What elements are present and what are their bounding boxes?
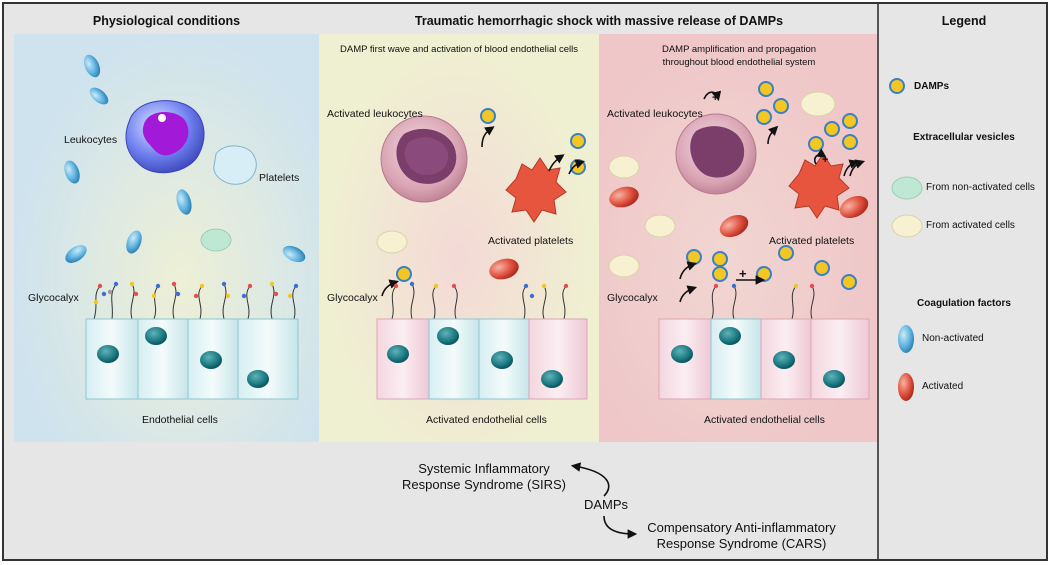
sirs-line1: Systemic Inflammatory [418, 461, 550, 476]
subtitle-amplification-line2: throughout blood endothelial system [662, 57, 816, 68]
legend-non-activated: Non-activated [922, 333, 984, 344]
subtitle-amplification-line1: DAMP amplification and propagation [661, 44, 817, 55]
label-glycocalyx-3: Glycocalyx [607, 292, 658, 304]
non-activated-coagulation-factors [64, 54, 306, 263]
sirs-cars-arrows [570, 462, 638, 539]
label-platelets: Platelets [259, 172, 300, 184]
blood-leukocyte [125, 100, 205, 174]
sirs-line2: Response Syndrome (SIRS) [401, 477, 566, 492]
arrows-panel3 [679, 90, 866, 303]
vesicles-panel3 [608, 91, 836, 278]
blood-platelet [213, 145, 257, 185]
label-activated-endothelial-2: Activated endothelial cells [704, 414, 825, 426]
vesicle-non-activated [200, 228, 232, 252]
glycocalyx-strands-3 [711, 285, 815, 320]
header-legend: Legend [941, 14, 987, 28]
glycocalyx-beads-1 [93, 281, 299, 305]
legend-from-non-activated: From non-activated cells [926, 182, 1035, 193]
endothelial-cells-normal [85, 318, 299, 400]
legend-damp-swatch [889, 78, 905, 94]
activated-leukocyte-1 [380, 115, 468, 203]
legend-divider [877, 4, 879, 559]
legend-vesicle-activated-swatch [891, 214, 923, 238]
header-traumatic: Traumatic hemorrhagic shock with massive… [414, 14, 784, 28]
legend-coag-activated-swatch [898, 373, 914, 401]
diagram-artwork [64, 54, 923, 539]
label-activated-platelets-1: Activated platelets [488, 235, 574, 247]
header-physiological: Physiological conditions [92, 14, 241, 28]
label-glycocalyx-2: Glycocalyx [327, 292, 378, 304]
label-activated-endothelial-1: Activated endothelial cells [426, 414, 547, 426]
legend-from-activated: From activated cells [926, 220, 1015, 231]
activated-platelet-1 [505, 157, 567, 223]
legend-vesicles-header: Extracellular vesicles [913, 132, 1015, 143]
plus-sign-2: + [739, 266, 747, 281]
legend-coag-non-activated-swatch [898, 325, 914, 353]
legend-coag-header: Coagulation factors [917, 298, 1011, 309]
label-endothelial-cells: Endothelial cells [142, 414, 218, 426]
legend-damps: DAMPs [914, 81, 950, 92]
cars-line1: Compensatory Anti-inflammatory [647, 520, 836, 535]
plus-sign-1: + [712, 92, 719, 104]
endothelial-cells-activated-1 [376, 318, 588, 400]
legend-vesicle-non-activated-swatch [891, 176, 923, 200]
label-activated-leukocytes-2: Activated leukocytes [607, 108, 703, 120]
activated-coag-1 [489, 258, 519, 280]
label-leukocytes: Leukocytes [64, 134, 118, 146]
label-glycocalyx-1: Glycocalyx [28, 292, 79, 304]
activated-platelet-2 [788, 153, 850, 219]
cars-line2: Response Syndrome (CARS) [656, 536, 827, 551]
plus-sign-3: + [822, 154, 829, 166]
damps-center-label: DAMPs [584, 497, 629, 512]
glycocalyx-beads-3 [713, 283, 815, 289]
activated-coag-panel3 [609, 186, 869, 238]
legend-activated: Activated [922, 381, 964, 392]
subtitle-first-wave: DAMP first wave and activation of blood … [340, 44, 578, 55]
endothelial-cells-activated-2 [658, 318, 870, 400]
arrows-panel2 [381, 126, 586, 297]
glycocalyx-strands-2 [391, 283, 567, 320]
activated-leukocyte-2 [675, 113, 757, 195]
vesicle-activated-1 [376, 230, 408, 254]
label-activated-leukocytes-1: Activated leukocytes [327, 108, 423, 120]
glycocalyx-beads-2 [393, 281, 569, 299]
damps-panel3 [686, 81, 858, 290]
glycocalyx-strands-1 [93, 283, 297, 320]
label-activated-platelets-2: Activated platelets [769, 235, 855, 247]
